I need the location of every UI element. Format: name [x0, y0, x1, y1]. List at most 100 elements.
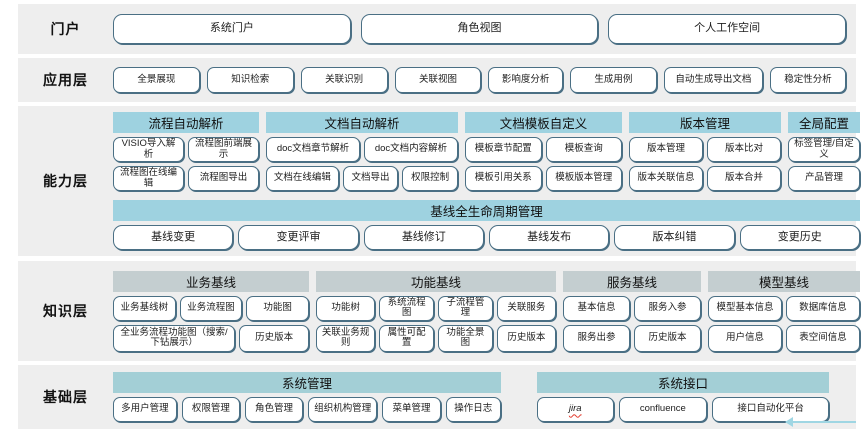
layer-body-capability: 流程自动解析 VISIO导入解析 流程图前端展示 流程图在线编辑 流程图导出 文… — [113, 112, 865, 250]
lifecycle-item-baseline-revision[interactable]: 基线修订 — [363, 225, 484, 250]
cap-item-doc-content-parse[interactable]: doc文档内容解析 — [364, 137, 458, 162]
base-item-interface-automation-platform[interactable]: 接口自动化平台 — [712, 397, 829, 422]
lifecycle-item-change-review[interactable]: 变更评审 — [238, 225, 359, 250]
cap-item-template-reference[interactable]: 模板引用关系 — [465, 166, 542, 191]
app-item-5[interactable]: 生成用例 — [569, 67, 657, 93]
know-item-model-basic-info[interactable]: 模型基本信息 — [708, 295, 782, 321]
know-item-service-input-params[interactable]: 服务入参 — [634, 295, 701, 321]
base-item-menu-mgmt[interactable]: 菜单管理 — [382, 397, 441, 422]
cap-item-flowchart-frontend-display[interactable]: 流程图前端展示 — [188, 137, 259, 162]
group-header-global-config: 全局配置 — [788, 112, 860, 133]
lifecycle-item-version-correction[interactable]: 版本纠错 — [614, 225, 735, 250]
base-group-system-interface: 系统接口 jira confluence 接口自动化平台 — [537, 372, 829, 422]
cap-item-template-query[interactable]: 模板查询 — [545, 137, 622, 162]
group-header-service-baseline: 服务基线 — [563, 270, 701, 292]
capability-group-doc-parse: 文档自动解析 doc文档章节解析 doc文档内容解析 文档在线编辑 文档导出 权… — [266, 112, 458, 191]
cap-item-template-chapter-config[interactable]: 模板章节配置 — [465, 137, 542, 162]
layer-label-capability: 能力层 — [43, 173, 88, 189]
app-item-2[interactable]: 关联识别 — [300, 67, 388, 93]
layer-band-base: 基础层 系统管理 多用户管理 权限管理 角色管理 组织机构管理 菜单管理 操作日… — [18, 365, 856, 429]
layer-label-base: 基础层 — [43, 389, 88, 405]
base-item-org-structure-mgmt[interactable]: 组织机构管理 — [308, 397, 378, 422]
base-group-row: 系统管理 多用户管理 权限管理 角色管理 组织机构管理 菜单管理 操作日志 系统… — [113, 372, 846, 422]
application-item-row: 全景展现 知识检索 关联识别 关联视图 影响度分析 生成用例 自动生成导出文档 … — [113, 67, 847, 93]
know-item-database-info[interactable]: 数据库信息 — [786, 295, 860, 321]
cap-item-doc-online-edit[interactable]: 文档在线编辑 — [266, 166, 339, 191]
portal-item-1[interactable]: 角色视图 — [360, 14, 599, 44]
base-item-multi-user-mgmt[interactable]: 多用户管理 — [113, 397, 177, 422]
cap-item-permission-control[interactable]: 权限控制 — [402, 166, 458, 191]
capability-group-global-config: 全局配置 标签管理/自定义 产品管理 — [788, 112, 860, 191]
app-item-0[interactable]: 全景展现 — [113, 67, 200, 93]
know-item-history-version-function[interactable]: 历史版本 — [496, 324, 556, 352]
lifecycle-item-baseline-change[interactable]: 基线变更 — [113, 225, 234, 250]
layer-band-portal: 门户 系统门户 角色视图 个人工作空间 — [18, 4, 856, 54]
layer-body-knowledge: 业务基线 业务基线树 业务流程图 功能图 全业务流程功能图（搜索/下钻展示） 历… — [113, 270, 865, 352]
layer-body-portal: 系统门户 角色视图 个人工作空间 — [113, 14, 856, 44]
layer-label-application: 应用层 — [43, 72, 88, 88]
know-item-related-business-rule[interactable]: 关联业务规则 — [316, 324, 376, 352]
layer-label-knowledge: 知识层 — [43, 303, 88, 319]
base-group-system-mgmt: 系统管理 多用户管理 权限管理 角色管理 组织机构管理 菜单管理 操作日志 — [113, 372, 501, 422]
group-row-2: 模板引用关系 模板版本管理 — [465, 166, 622, 191]
jira-label: jira — [568, 403, 582, 415]
know-item-service-output-params[interactable]: 服务出参 — [563, 324, 630, 352]
layer-band-knowledge: 知识层 业务基线 业务基线树 业务流程图 功能图 全业务流程功能图（搜索/下钻展… — [18, 261, 860, 361]
portal-item-2[interactable]: 个人工作空间 — [608, 14, 847, 44]
know-item-subprocess-mgmt[interactable]: 子流程管理 — [438, 295, 493, 321]
app-item-1[interactable]: 知识检索 — [206, 67, 294, 93]
lifecycle-item-change-history[interactable]: 变更历史 — [739, 225, 860, 250]
portal-item-0[interactable]: 系统门户 — [113, 14, 351, 44]
cap-item-version-mgmt[interactable]: 版本管理 — [629, 137, 703, 162]
cap-item-version-compare[interactable]: 版本比对 — [707, 137, 781, 162]
know-item-function-tree[interactable]: 功能树 — [316, 295, 376, 321]
baseline-lifecycle-block: 基线全生命周期管理 基线变更 变更评审 基线修订 基线发布 版本纠错 变更历史 — [113, 200, 860, 250]
cap-item-visio-import-parse[interactable]: VISIO导入解析 — [113, 137, 184, 162]
app-item-3[interactable]: 关联视图 — [394, 67, 482, 93]
group-row-1: 基本信息 服务入参 — [563, 295, 701, 321]
knowledge-group-model-baseline: 模型基线 模型基本信息 数据库信息 用户信息 表空间信息 — [708, 270, 860, 352]
capability-group-process-parse: 流程自动解析 VISIO导入解析 流程图前端展示 流程图在线编辑 流程图导出 — [113, 112, 259, 191]
group-row-2: 流程图在线编辑 流程图导出 — [113, 166, 259, 191]
know-item-service-basic-info[interactable]: 基本信息 — [563, 295, 630, 321]
group-header-function-baseline: 功能基线 — [316, 270, 556, 292]
know-item-attribute-configurable[interactable]: 属性可配置 — [379, 324, 434, 352]
know-item-user-info[interactable]: 用户信息 — [708, 324, 782, 352]
layer-body-application: 全景展现 知识检索 关联识别 关联视图 影响度分析 生成用例 自动生成导出文档 … — [113, 67, 856, 93]
group-row-2: 用户信息 表空间信息 — [708, 324, 860, 352]
cap-item-doc-export[interactable]: 文档导出 — [342, 166, 399, 191]
lifecycle-item-baseline-release[interactable]: 基线发布 — [488, 225, 610, 250]
base-item-operation-log[interactable]: 操作日志 — [445, 397, 501, 422]
app-item-7[interactable]: 稳定性分析 — [770, 67, 847, 93]
know-item-full-business-flow-func-diagram[interactable]: 全业务流程功能图（搜索/下钻展示） — [113, 324, 236, 352]
cap-item-flowchart-export[interactable]: 流程图导出 — [188, 166, 259, 191]
app-item-6[interactable]: 自动生成导出文档 — [663, 67, 763, 93]
know-item-related-service[interactable]: 关联服务 — [496, 295, 556, 321]
know-item-business-flowchart[interactable]: 业务流程图 — [179, 295, 243, 321]
cap-item-flowchart-online-edit[interactable]: 流程图在线编辑 — [113, 166, 184, 191]
cap-item-doc-chapter-parse[interactable]: doc文档章节解析 — [266, 137, 360, 162]
group-header-process-parse: 流程自动解析 — [113, 112, 259, 133]
know-item-business-baseline-tree[interactable]: 业务基线树 — [113, 295, 176, 321]
know-item-system-flowchart[interactable]: 系统流程图 — [379, 295, 434, 321]
know-item-function-panorama[interactable]: 功能全景图 — [438, 324, 493, 352]
knowledge-group-service-baseline: 服务基线 基本信息 服务入参 服务出参 历史版本 — [563, 270, 701, 352]
base-item-permission-mgmt[interactable]: 权限管理 — [181, 397, 240, 422]
cap-item-template-version-mgmt[interactable]: 模板版本管理 — [545, 166, 622, 191]
know-item-history-version-service[interactable]: 历史版本 — [634, 324, 701, 352]
cap-item-version-relation-info[interactable]: 版本关联信息 — [629, 166, 703, 191]
app-item-4[interactable]: 影响度分析 — [488, 67, 563, 93]
base-item-role-mgmt[interactable]: 角色管理 — [244, 397, 304, 422]
know-item-function-diagram[interactable]: 功能图 — [246, 295, 310, 321]
cap-item-product-mgmt[interactable]: 产品管理 — [788, 166, 860, 191]
cap-item-version-merge[interactable]: 版本合并 — [707, 166, 781, 191]
baseline-lifecycle-row: 基线变更 变更评审 基线修订 基线发布 版本纠错 变更历史 — [113, 225, 860, 250]
group-row-1: 模板章节配置 模板查询 — [465, 137, 622, 162]
know-item-tablespace-info[interactable]: 表空间信息 — [786, 324, 860, 352]
cap-item-tag-mgmt-custom[interactable]: 标签管理/自定义 — [788, 137, 860, 162]
group-row-1: doc文档章节解析 doc文档内容解析 — [266, 137, 458, 162]
base-item-confluence[interactable]: confluence — [618, 397, 708, 422]
know-item-history-version-business[interactable]: 历史版本 — [239, 324, 309, 352]
base-item-jira[interactable]: jira — [537, 397, 614, 422]
